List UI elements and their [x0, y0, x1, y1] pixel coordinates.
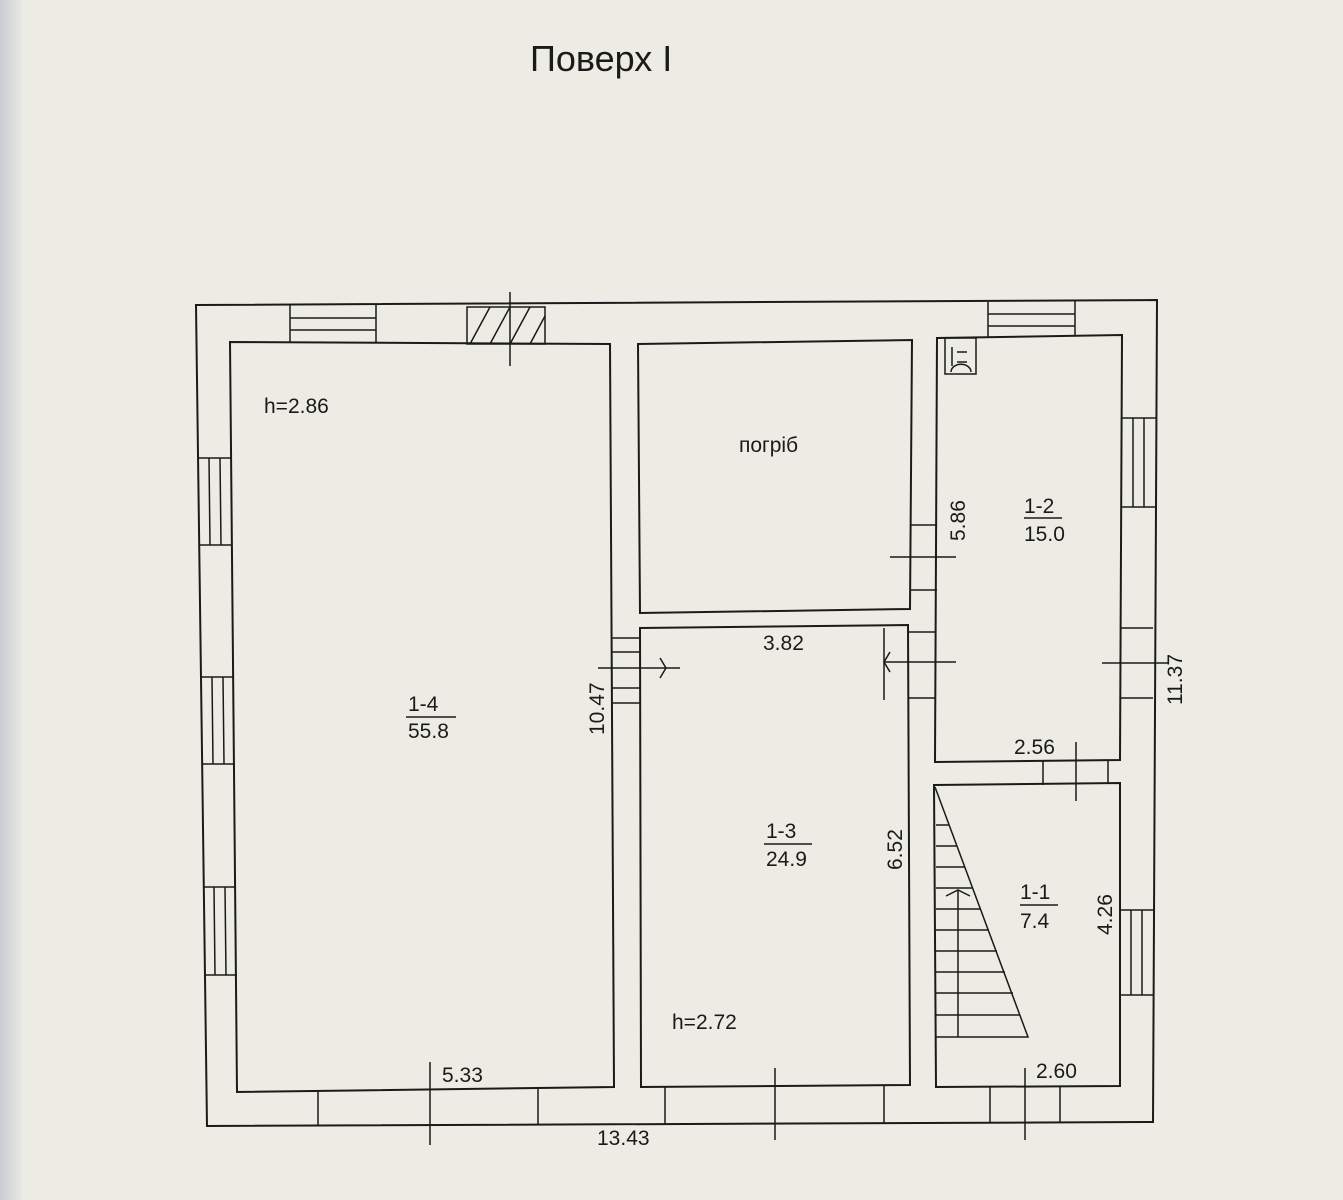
- page-edge-shadow: [0, 0, 22, 1200]
- dim-1-1-depth: 4.26: [1094, 894, 1117, 935]
- bottom-openings: [317, 1062, 1061, 1145]
- room-1-1-outline: [932, 781, 1121, 1089]
- room-1-3-area: 24.9: [766, 848, 807, 871]
- dim-1-4-width: 5.33: [442, 1064, 483, 1087]
- room-1-2-id: 1-2: [1024, 495, 1054, 518]
- room-1-3-id: 1-3: [766, 820, 796, 843]
- room-1-3-height: h=2.72: [672, 1011, 737, 1034]
- plan-title: Поверх I: [530, 38, 673, 79]
- dim-1-2-width: 2.56: [1014, 736, 1055, 759]
- window-top-1-4: [289, 305, 377, 343]
- dim-1-4-depth: 10.47: [586, 682, 609, 735]
- room-1-2-area: 15.0: [1024, 523, 1065, 546]
- window-right-1-2: [1122, 417, 1156, 508]
- room-1-2-outline: [933, 333, 1124, 764]
- dim-1-1-width: 2.60: [1036, 1060, 1077, 1083]
- dim-1-3-depth: 6.52: [884, 829, 907, 870]
- room-1-1-area: 7.4: [1020, 910, 1050, 933]
- dim-1-2-depth: 5.86: [947, 500, 970, 541]
- staircase: [934, 786, 1030, 1038]
- stove-icon: [944, 337, 977, 375]
- dim-total-width: 13.43: [597, 1127, 650, 1150]
- room-cellar-label: погріб: [739, 434, 798, 457]
- windows-left: [198, 457, 237, 976]
- room-cellar-outline: [636, 338, 914, 615]
- chimney-hatched: [466, 292, 546, 366]
- window-top-1-2: [987, 301, 1076, 337]
- room-1-4-area: 55.8: [408, 720, 449, 743]
- outer-wall: [194, 298, 1159, 1128]
- area-fraction-lines: [406, 517, 1062, 906]
- room-1-4-id: 1-4: [408, 693, 439, 716]
- room-1-1-id: 1-1: [1020, 881, 1050, 904]
- dim-total-depth: 11.37: [1164, 654, 1187, 705]
- dim-1-3-width: 3.82: [763, 632, 804, 655]
- window-right-1-1: [1120, 909, 1153, 996]
- room-1-3-outline: [638, 623, 912, 1089]
- door-openings: [598, 524, 1169, 801]
- room-1-4-height: h=2.86: [264, 395, 329, 418]
